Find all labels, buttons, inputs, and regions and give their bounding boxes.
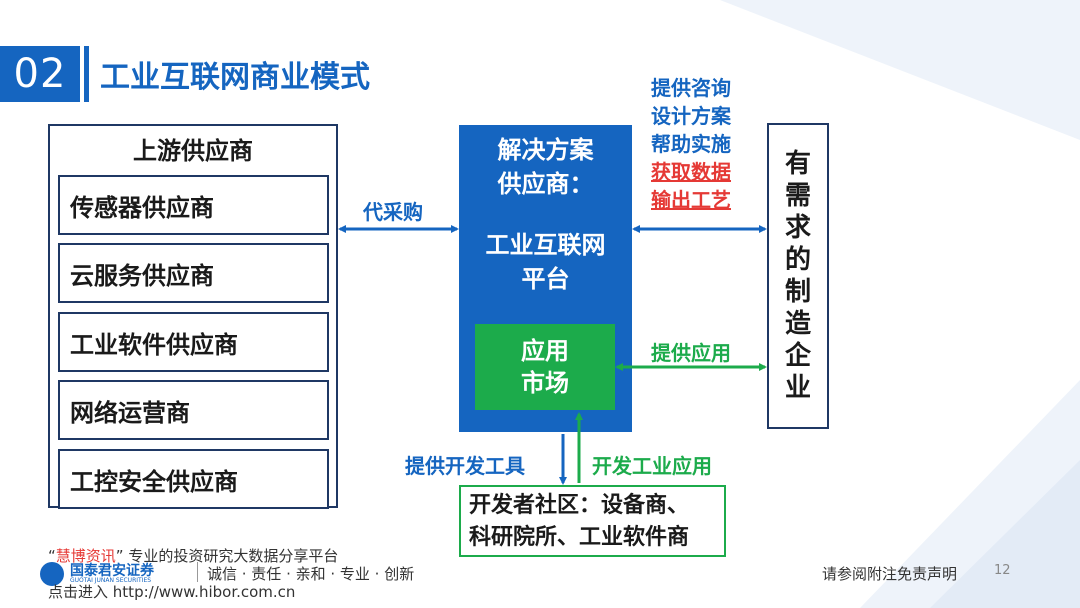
company-logo-icon (40, 562, 64, 586)
label-output-process: 输出工艺 (651, 188, 731, 212)
page-number: 12 (994, 563, 1011, 578)
community-line2: 科研院所、工业软件商 (469, 525, 690, 550)
label-consulting-group: 提供咨询 设计方案 帮助实施 获取数据 输出工艺 (651, 74, 731, 214)
supplier-network: 网络运营商 (58, 380, 329, 440)
footer-slogan: 诚信 · 责任 · 亲和 · 专业 · 创新 (207, 565, 415, 583)
label-develop-apps: 开发工业应用 (592, 454, 712, 478)
customer-char: 的 (784, 245, 811, 275)
customer-char: 有 (784, 149, 811, 179)
section-number: 02 (0, 46, 80, 102)
platform-line2: 供应商： (497, 170, 594, 198)
customer-char: 制 (784, 277, 811, 307)
label-proxy-purchase: 代采购 (363, 200, 423, 224)
label-consulting-1: 提供咨询 (651, 76, 731, 100)
customer-box: 有 需 求 的 制 造 企 业 (767, 123, 829, 429)
label-consulting-2: 设计方案 (651, 104, 731, 128)
customer-char: 业 (784, 373, 811, 403)
label-provide-apps: 提供应用 (651, 341, 731, 365)
footer-entry: 点击进入 (48, 583, 109, 601)
customer-char: 企 (784, 341, 811, 371)
supplier-security: 工控安全供应商 (58, 449, 329, 509)
section-divider (84, 46, 89, 102)
footer-url[interactable]: http://www.hibor.com.cn (112, 583, 296, 601)
label-consulting-3: 帮助实施 (651, 132, 731, 156)
developer-community-box: 开发者社区：设备商、 科研院所、工业软件商 (459, 485, 726, 557)
footer-brand-desc: 专业的投资研究大数据分享平台 (128, 547, 339, 565)
platform-line4: 平台 (521, 265, 570, 293)
footer-company-en: GUOTAI JUNAN SECURITIES (70, 577, 152, 584)
footer-entry-line[interactable]: 点击进入 http://www.hibor.com.cn (48, 581, 295, 602)
footer-company-name: 国泰君安证券 (70, 563, 154, 579)
app-market-line2: 市场 (521, 369, 569, 397)
customer-char: 造 (784, 309, 811, 339)
app-market-box: 应用 市场 (475, 324, 615, 410)
footer-brand-quote: 慧博资讯 (55, 547, 116, 565)
page-title: 工业互联网商业模式 (100, 60, 370, 95)
supplier-cloud: 云服务供应商 (58, 243, 329, 303)
app-market-line1: 应用 (521, 337, 569, 365)
footer-disclaimer: 请参阅附注免责声明 (822, 565, 958, 583)
label-provide-tools: 提供开发工具 (405, 454, 525, 478)
footer-brand-line: “慧博资讯” 专业的投资研究大数据分享平台 (48, 547, 339, 565)
customer-char: 需 (784, 181, 811, 211)
platform-line3: 工业互联网 (485, 231, 606, 259)
community-line1: 开发者社区：设备商、 (469, 493, 690, 518)
upstream-suppliers-title: 上游供应商 (133, 137, 253, 165)
supplier-sensor: 传感器供应商 (58, 175, 329, 235)
customer-char: 求 (784, 213, 811, 243)
supplier-software: 工业软件供应商 (58, 312, 329, 372)
label-get-data: 获取数据 (651, 160, 731, 184)
footer-divider (197, 562, 198, 582)
platform-line1: 解决方案 (497, 136, 594, 164)
